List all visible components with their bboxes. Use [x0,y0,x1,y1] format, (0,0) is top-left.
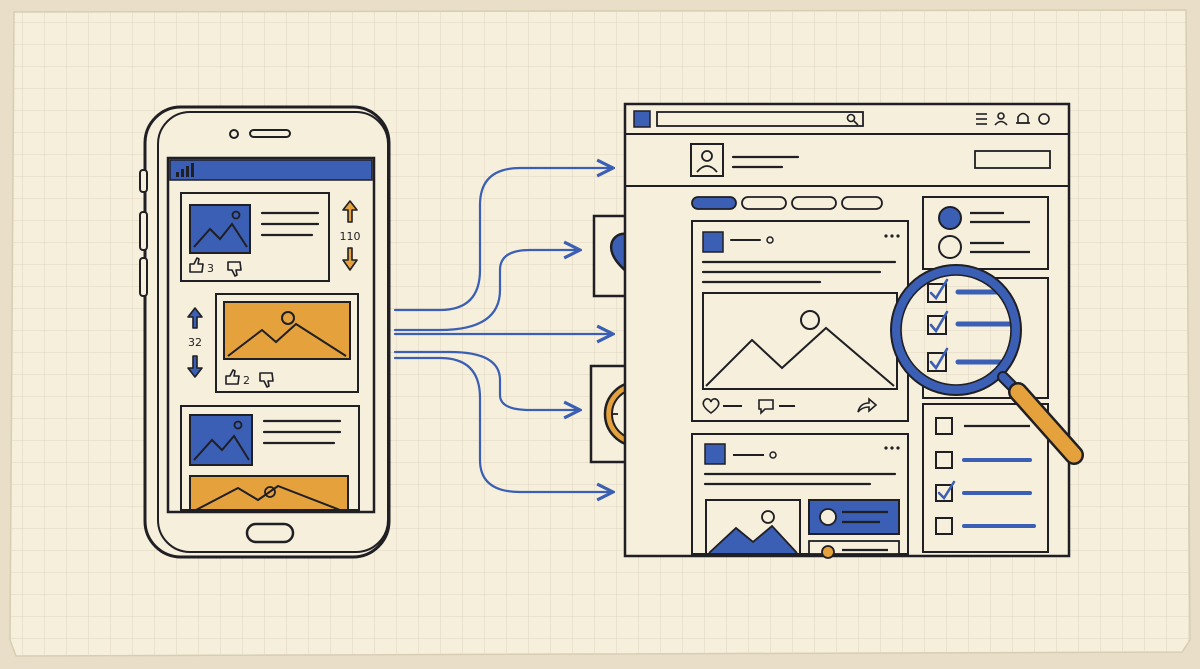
mini-card [808,499,900,535]
arrow-to-header [393,168,613,312]
thumbs-up-icon[interactable] [189,257,204,273]
image-placeholder-icon [189,475,349,511]
image-placeholder-icon [705,499,801,555]
image-placeholder-icon [189,414,253,466]
checkbox-icon [927,347,949,372]
checkbox-icon [927,310,949,335]
post-2-vote-count: 32 [188,336,202,349]
browser-logo [633,110,651,128]
arrow-to-heart [393,250,580,332]
menu-icon[interactable] [976,113,987,125]
image-placeholder-icon [223,301,351,360]
checkbox-icon[interactable] [935,517,953,535]
text-lines [703,472,897,486]
signal-icon [176,163,194,177]
post-2-like-count: 2 [243,374,250,387]
phone-home-button[interactable] [245,522,295,544]
image-placeholder-icon [702,292,898,390]
phone-side-button [139,257,148,297]
feed-post-1[interactable] [691,220,909,422]
mobile-post-2[interactable]: 2 [215,293,359,393]
checkbox-icon[interactable] [935,480,956,502]
mini-card [808,540,900,559]
more-options-icon[interactable] [884,446,900,450]
header-action-button[interactable] [974,150,1051,169]
post-1-vote-count: 110 [340,230,361,243]
magnifier-icon [890,264,1084,465]
connector-arrows [393,168,613,492]
arrow-down-icon[interactable] [187,355,203,378]
arrow-up-icon[interactable] [187,307,203,329]
image-placeholder-icon [189,204,251,254]
search-icon[interactable] [846,113,859,126]
thumbs-down-icon[interactable] [227,261,242,277]
checkbox-icon[interactable] [935,417,953,435]
post-1-like-count: 3 [207,262,214,275]
checkbox-icon [927,278,949,303]
arrow-to-bottom [393,356,613,492]
phone-status-bar [169,159,373,181]
text-lines [701,260,897,284]
phone-side-button [139,211,148,251]
mobile-post-3[interactable] [180,405,360,511]
comment-icon[interactable] [758,399,774,415]
thumbs-down-icon[interactable] [259,372,274,388]
profile-avatar[interactable] [690,143,724,177]
text-lines [262,419,342,445]
text-lines [260,211,320,237]
heart-icon[interactable] [702,398,720,414]
post-avatar [704,443,726,465]
tab[interactable] [741,196,787,210]
tab-active[interactable] [691,196,737,210]
tab[interactable] [791,196,837,210]
feed-post-2[interactable] [691,433,909,559]
phone-speaker [249,129,291,138]
post-avatar [702,231,724,253]
thumbs-up-icon[interactable] [225,369,240,385]
tab[interactable] [841,196,883,210]
sidebar-profile-card [922,196,1049,270]
mobile-phone: 3 110 2 [139,105,391,559]
more-options-icon[interactable] [884,234,900,238]
settings-icon[interactable] [1038,113,1050,125]
phone-side-button [139,169,148,193]
address-bar[interactable] [656,111,864,127]
share-icon[interactable] [857,397,878,413]
profile-text-lines [731,155,800,169]
arrow-down-icon[interactable] [342,247,358,271]
arrow-to-timer [393,350,580,410]
arrow-up-icon[interactable] [342,200,358,223]
user-icon[interactable] [994,112,1008,126]
phone-camera [229,129,239,139]
bell-icon[interactable] [1016,112,1030,124]
checkbox-icon[interactable] [935,451,953,469]
mobile-post-1[interactable]: 3 [180,192,330,282]
